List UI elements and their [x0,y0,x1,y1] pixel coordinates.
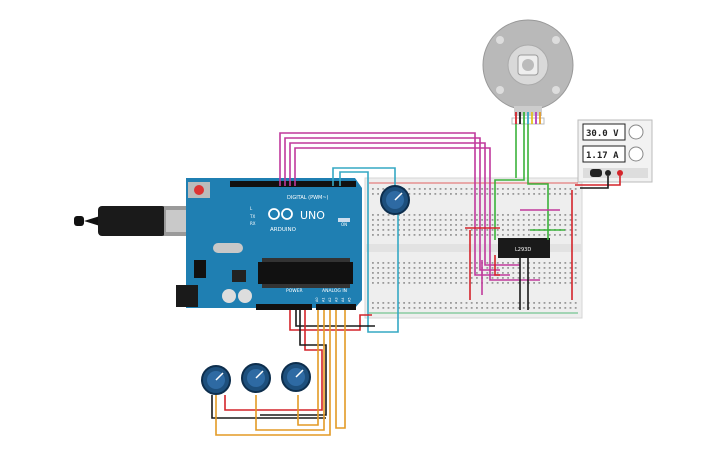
arduino-uno-board[interactable]: DIGITAL (PWM~) ARDUINO UNO L TX RX ON PO… [176,178,362,310]
atmega-chip [258,262,353,284]
analog-header [316,304,356,310]
on-led [338,218,350,222]
analog-pin-label: A4 [341,297,345,302]
chip-label: L293D [515,247,531,253]
current-knob[interactable] [628,146,644,162]
voltage-display: 30.0 V [586,129,619,139]
motor-wires [515,112,541,124]
breadboard-holes [372,188,577,309]
current-display: 1.17 A [586,151,619,161]
rx-led-label: RX [250,221,256,226]
crystal [213,243,243,253]
arduino-model-label: UNO [300,209,325,222]
power-header-label: POWER [286,288,303,294]
breadboard-potentiometer-icon[interactable] [380,185,410,215]
capacitor-2 [238,289,252,303]
analog-pin-label: A2 [328,297,332,302]
potentiometer-knob-icon[interactable] [201,365,231,395]
l-led-label: L [250,206,253,211]
power-header [256,304,312,310]
positive-terminal[interactable] [617,170,623,176]
arduino-logo-text: ARDUINO [270,227,297,233]
dc-jack [176,285,198,307]
digital-header [230,181,356,187]
small-chip [232,270,246,282]
power-supply[interactable]: 30.0 V 1.17 A [577,119,653,183]
tx-led-label: TX [249,214,255,219]
analog-pin-label: A0 [315,297,319,302]
potentiometer-knob-icon[interactable] [281,362,311,392]
l293d-driver-chip[interactable]: L293D [498,238,550,258]
analog-pin-label: A1 [322,297,326,302]
analog-pin-label: A3 [335,297,339,302]
analog-pin-label: A5 [348,297,352,302]
power-switch[interactable] [590,169,602,177]
potentiometer-knob-icon[interactable] [241,363,271,393]
voltage-knob[interactable] [628,124,644,140]
negative-terminal[interactable] [605,170,611,176]
wires [211,124,621,436]
regulator [194,260,206,278]
on-led-label: ON [341,222,347,227]
infinity-logo-icon [268,208,293,220]
capacitor-1 [222,289,236,303]
digital-header-label: DIGITAL (PWM~) [287,195,329,201]
dc-motor-icon[interactable] [482,19,574,125]
potentiometer-group [201,362,311,395]
usb-cable [74,206,194,236]
analog-header-label: ANALOG IN [322,288,347,294]
